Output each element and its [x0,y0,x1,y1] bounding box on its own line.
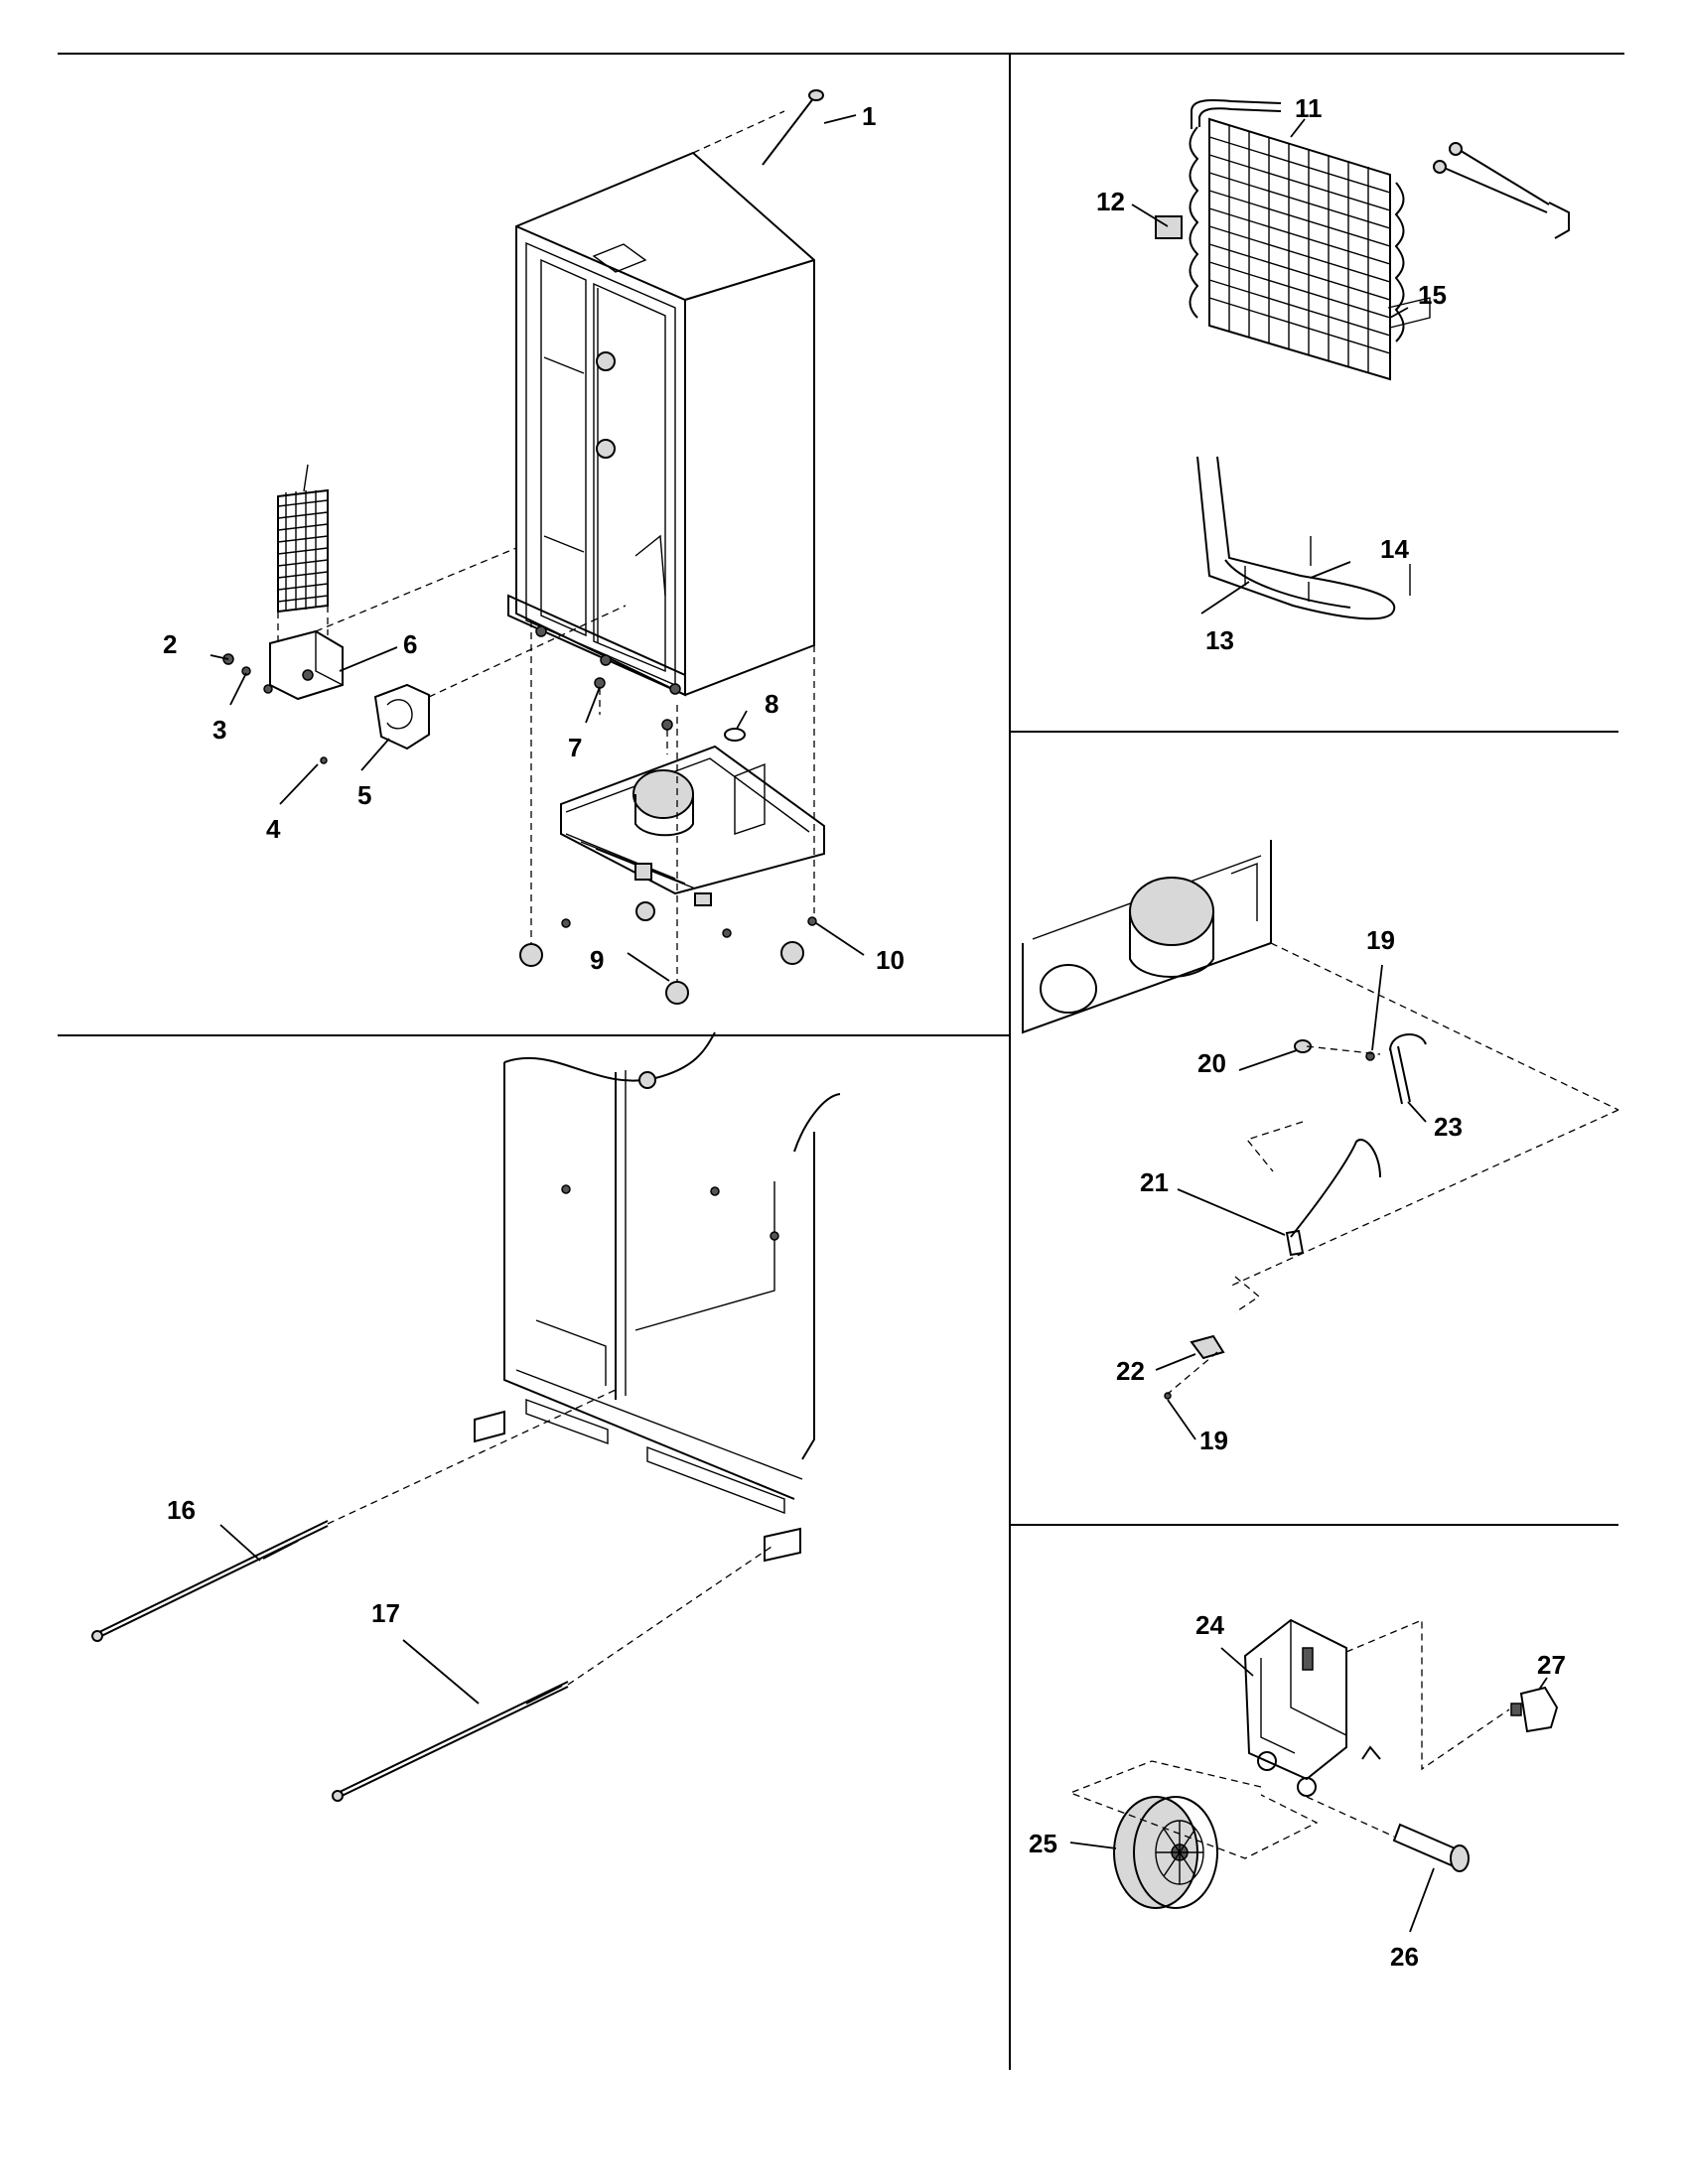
cabinet-assembly [507,151,815,697]
roller-clip [1510,1686,1559,1733]
callout-7: 7 [568,733,582,762]
callout-17: 17 [371,1598,400,1628]
callout-6: 6 [403,629,417,659]
evaporator-coil [1155,99,1431,381]
callout-21: 21 [1140,1167,1169,1197]
condenser-coil-small [277,464,329,614]
compressor-bay [1022,840,1619,1288]
callout-19a: 19 [1366,925,1395,955]
tubing-parts [1164,1032,1427,1400]
evaporator-drain-pan [1196,456,1411,620]
callout-11: 11 [1295,93,1323,123]
callout-4: 4 [266,814,281,844]
callout-20: 20 [1197,1048,1226,1078]
callout-10: 10 [876,945,905,975]
condenser-bracket [269,629,344,701]
panel5-dashed-guides [1068,1619,1510,1859]
callout-5: 5 [357,780,371,810]
callout-14: 14 [1380,534,1409,564]
callout-12: 12 [1096,187,1125,216]
callout-15: 15 [1418,280,1447,310]
callout-2: 2 [163,629,177,659]
callout-3: 3 [212,715,226,745]
rollers-and-screws [222,89,824,1005]
callout-23: 23 [1434,1112,1463,1142]
roller-axle [1392,1823,1470,1872]
callout-16: 16 [167,1495,196,1525]
panel-dividers [58,53,1624,2070]
compressor-assembly [560,745,825,906]
panel1-dashed-guides [277,110,815,981]
callout-25: 25 [1029,1829,1057,1858]
roller-bracket [1243,1618,1381,1797]
callout-26: 26 [1390,1942,1419,1972]
callout-9: 9 [590,945,604,975]
callout-19b: 19 [1199,1426,1228,1455]
callout-13: 13 [1205,625,1234,655]
callout-27: 27 [1537,1650,1566,1680]
roller-wheel [1113,1796,1218,1909]
drain-tube-clip [373,683,430,751]
callout-labels: 1 2 3 4 5 6 7 8 9 10 11 12 13 14 15 16 1… [163,93,1566,1972]
leader-lines [210,114,1548,1933]
callout-22: 22 [1116,1356,1145,1386]
callout-1: 1 [862,101,876,131]
callout-8: 8 [765,689,778,719]
leveling-rods [91,1389,775,1802]
thermistor-wire [1433,142,1570,239]
callout-24: 24 [1195,1610,1224,1640]
cabinet-lower-view [474,1031,841,1563]
